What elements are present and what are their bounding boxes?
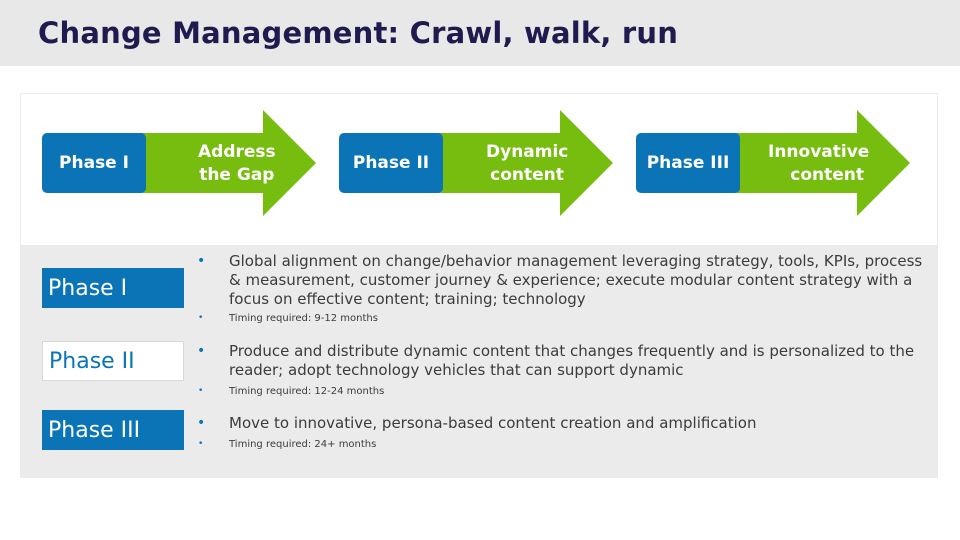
flow-outcome-3-line1: Innovative: [768, 142, 870, 162]
flow-phase-1: Phase I: [42, 133, 146, 193]
flow-outcome-2-line2: content: [490, 165, 564, 185]
phase-flow: Phase I Address the Gap Phase II Dynamic…: [0, 0, 960, 245]
bullet-icon: •: [197, 253, 206, 269]
green-arrow-1: [108, 110, 316, 216]
green-arrow-3: [702, 110, 910, 216]
phase-2-timing: Timing required: 12-24 months: [229, 386, 385, 397]
phase-1-description: Global alignment on change/behavior mana…: [229, 252, 923, 308]
phase-1-label: Phase I: [42, 268, 184, 308]
phase-1-timing: Timing required: 9-12 months: [229, 313, 378, 324]
flow-phase-3: Phase III: [636, 133, 740, 193]
bullet-icon: •: [197, 343, 206, 359]
phase-2-label: Phase II: [42, 341, 184, 381]
phase-2-description: Produce and distribute dynamic content t…: [229, 342, 915, 379]
phase-3-label: Phase III: [42, 410, 184, 450]
bullet-icon: •: [198, 439, 204, 449]
slide-title: Change Management: Crawl, walk, run: [38, 16, 679, 50]
green-arrow-2: [405, 110, 613, 216]
flow-outcome-2: Dynamic content: [486, 141, 568, 187]
phase-3-description: Move to innovative, persona-based conten…: [229, 414, 757, 432]
flow-outcome-3: Innovative content: [768, 141, 870, 187]
flow-outcome-1-line1: Address: [198, 142, 276, 162]
flow-phase-2: Phase II: [339, 133, 443, 193]
flow-outcome-3-line2: content: [790, 165, 864, 185]
bullet-icon: •: [198, 313, 204, 323]
flow-outcome-2-line1: Dynamic: [486, 142, 569, 162]
bullet-icon: •: [197, 415, 206, 431]
title-bar: Change Management: Crawl, walk, run: [0, 0, 960, 66]
bullet-icon: •: [198, 386, 204, 396]
flow-outcome-1: Address the Gap: [198, 141, 276, 187]
flow-outcome-1-line2: the Gap: [199, 165, 275, 185]
phase-3-timing: Timing required: 24+ months: [229, 439, 377, 450]
